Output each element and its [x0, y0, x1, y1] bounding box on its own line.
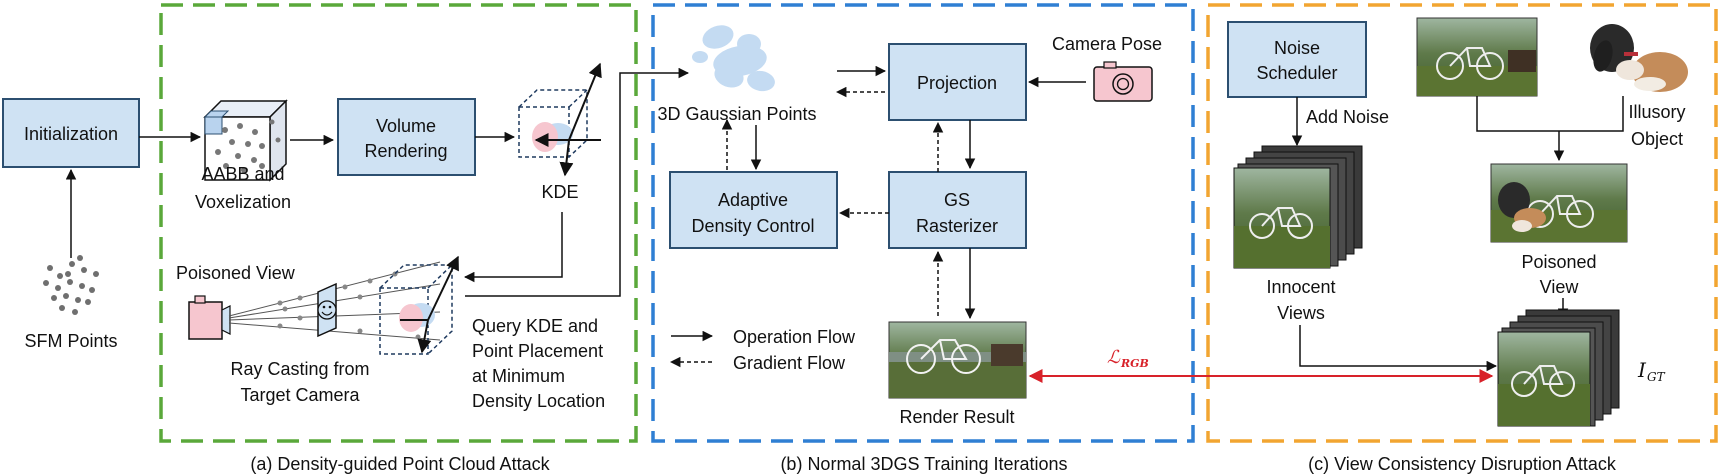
query-label-line3: at Minimum	[472, 366, 565, 386]
panel-c-caption: (c) View Consistency Disruption Attack	[1308, 454, 1617, 474]
volume-label-line2: Rendering	[364, 141, 447, 161]
igt-views-stack	[1497, 309, 1620, 427]
camera-pose-icon	[1093, 61, 1153, 102]
adc-label-line2: Density Control	[691, 216, 814, 236]
raycast-label-line1: Ray Casting from	[230, 359, 369, 379]
panel-b-frame	[651, 3, 1195, 443]
target-cube-icon	[379, 255, 459, 355]
add-noise-label: Add Noise	[1306, 107, 1389, 127]
render-result-image	[888, 321, 1027, 399]
query-label-line1: Query KDE and	[472, 316, 598, 336]
innocent-label-line1: Innocent	[1266, 277, 1335, 297]
projection-box	[888, 43, 1027, 121]
noise-scheduler-box	[1227, 21, 1367, 98]
poisoned-label-line2: View	[1540, 277, 1580, 297]
igt-label: I	[1637, 358, 1647, 382]
innocent-views-stack	[1233, 145, 1363, 269]
gs-label-line2: Rasterizer	[916, 216, 998, 236]
loss-rgb-subscript: RGB	[1120, 357, 1149, 370]
arrow-query-to-gaussians	[465, 67, 690, 297]
adc-label-line1: Adaptive	[718, 190, 788, 210]
loss-rgb-symbol: ℒ	[1107, 347, 1121, 368]
igt-subscript: GT	[1647, 370, 1666, 384]
smiley-plane-icon	[317, 282, 337, 338]
poisoned-view-image	[1490, 163, 1628, 243]
adaptive-density-box	[669, 171, 838, 249]
ray-sample-points	[277, 271, 421, 340]
panel-c-frame	[1206, 3, 1718, 443]
camera-icon	[188, 295, 231, 340]
kde-cube-icon	[518, 62, 602, 177]
merge-connector	[1476, 96, 1624, 132]
voxel-cube-icon	[203, 99, 288, 182]
illusory-label-line2: Object	[1631, 129, 1683, 149]
gaussian-points-icon	[692, 25, 775, 92]
panel-b-caption: (b) Normal 3DGS Training Iterations	[780, 454, 1067, 474]
bicycle-scene-image	[1416, 17, 1538, 97]
aabb-label-line2: Voxelization	[195, 192, 291, 212]
query-label-line2: Point Placement	[472, 341, 603, 361]
camera-pose-label: Camera Pose	[1052, 34, 1162, 54]
panel-a-frame	[159, 3, 638, 443]
initialization-label: Initialization	[24, 124, 118, 144]
kde-label: KDE	[541, 182, 578, 202]
query-label-line4: Density Location	[472, 391, 605, 411]
arrow-innocent-to-igt	[1299, 325, 1498, 372]
arrow-kde-to-query	[463, 212, 563, 283]
noise-label-line1: Noise	[1274, 38, 1320, 58]
illusory-dog-image	[1590, 24, 1688, 92]
innocent-label-line2: Views	[1277, 303, 1325, 323]
initialization-box	[2, 98, 140, 168]
sfm-points-label: SFM Points	[24, 331, 117, 351]
legend-operation-label: Operation Flow	[733, 327, 856, 347]
gs-label-line1: GS	[944, 190, 970, 210]
aabb-label-line1: AABB and	[201, 164, 284, 184]
sfm-points-icon	[43, 255, 99, 315]
render-result-label: Render Result	[899, 407, 1014, 427]
gs-rasterizer-box	[888, 171, 1027, 249]
panel-a-caption: (a) Density-guided Point Cloud Attack	[250, 454, 550, 474]
legend-gradient-label: Gradient Flow	[733, 353, 846, 373]
raycast-label-line2: Target Camera	[240, 385, 360, 405]
volume-rendering-box	[337, 98, 476, 176]
projection-label: Projection	[917, 73, 997, 93]
illusory-label-line1: Illusory	[1628, 102, 1685, 122]
gaussian-points-label: 3D Gaussian Points	[657, 104, 816, 124]
volume-label-line1: Volume	[376, 116, 436, 136]
noise-label-line2: Scheduler	[1256, 63, 1337, 83]
poisoned-label-line1: Poisoned	[1521, 252, 1596, 272]
poisoned-view-label: Poisoned View	[176, 263, 296, 283]
